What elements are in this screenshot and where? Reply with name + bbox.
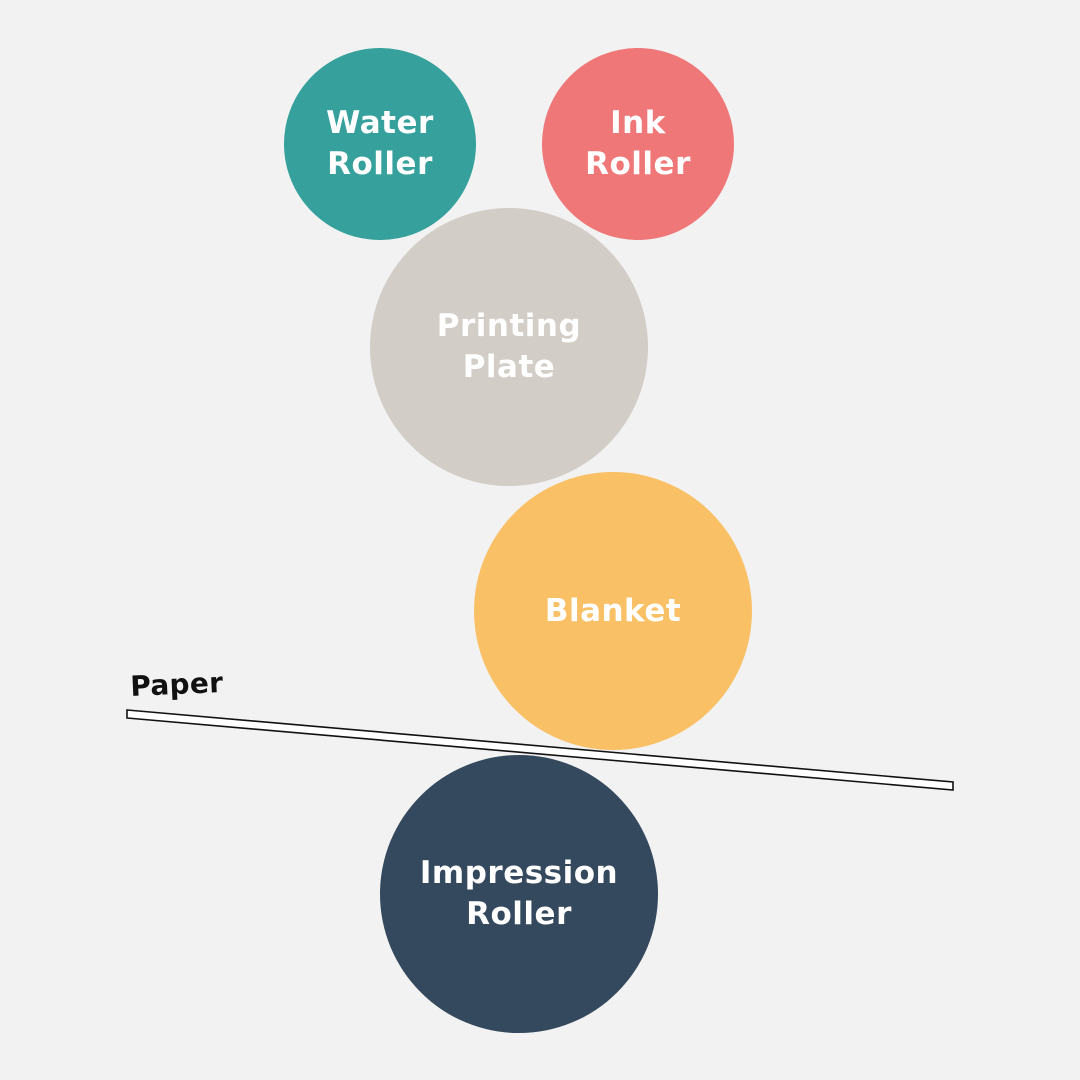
ink-roller-label-line1: Ink [610,105,666,141]
impression-roller-label-line1: Impression [419,855,619,891]
impression-roller-label-line2: Roller [466,896,572,932]
paper-label: Paper [129,665,224,703]
blanket-cylinder: Blanket [474,472,752,750]
printing-plate: Printing Plate [370,208,648,486]
water-roller: Water Roller [284,48,476,240]
water-roller-label-line1: Water [326,105,434,141]
ink-roller-label-line2: Roller [585,146,691,182]
blanket-label: Blanket [544,592,682,629]
impression-roller: Impression Roller [380,755,658,1033]
printing-plate-label-line2: Plate [462,349,556,385]
printing-plate-label-line1: Printing [436,308,582,344]
ink-roller: Ink Roller [542,48,734,240]
water-roller-label-line2: Roller [327,146,433,182]
